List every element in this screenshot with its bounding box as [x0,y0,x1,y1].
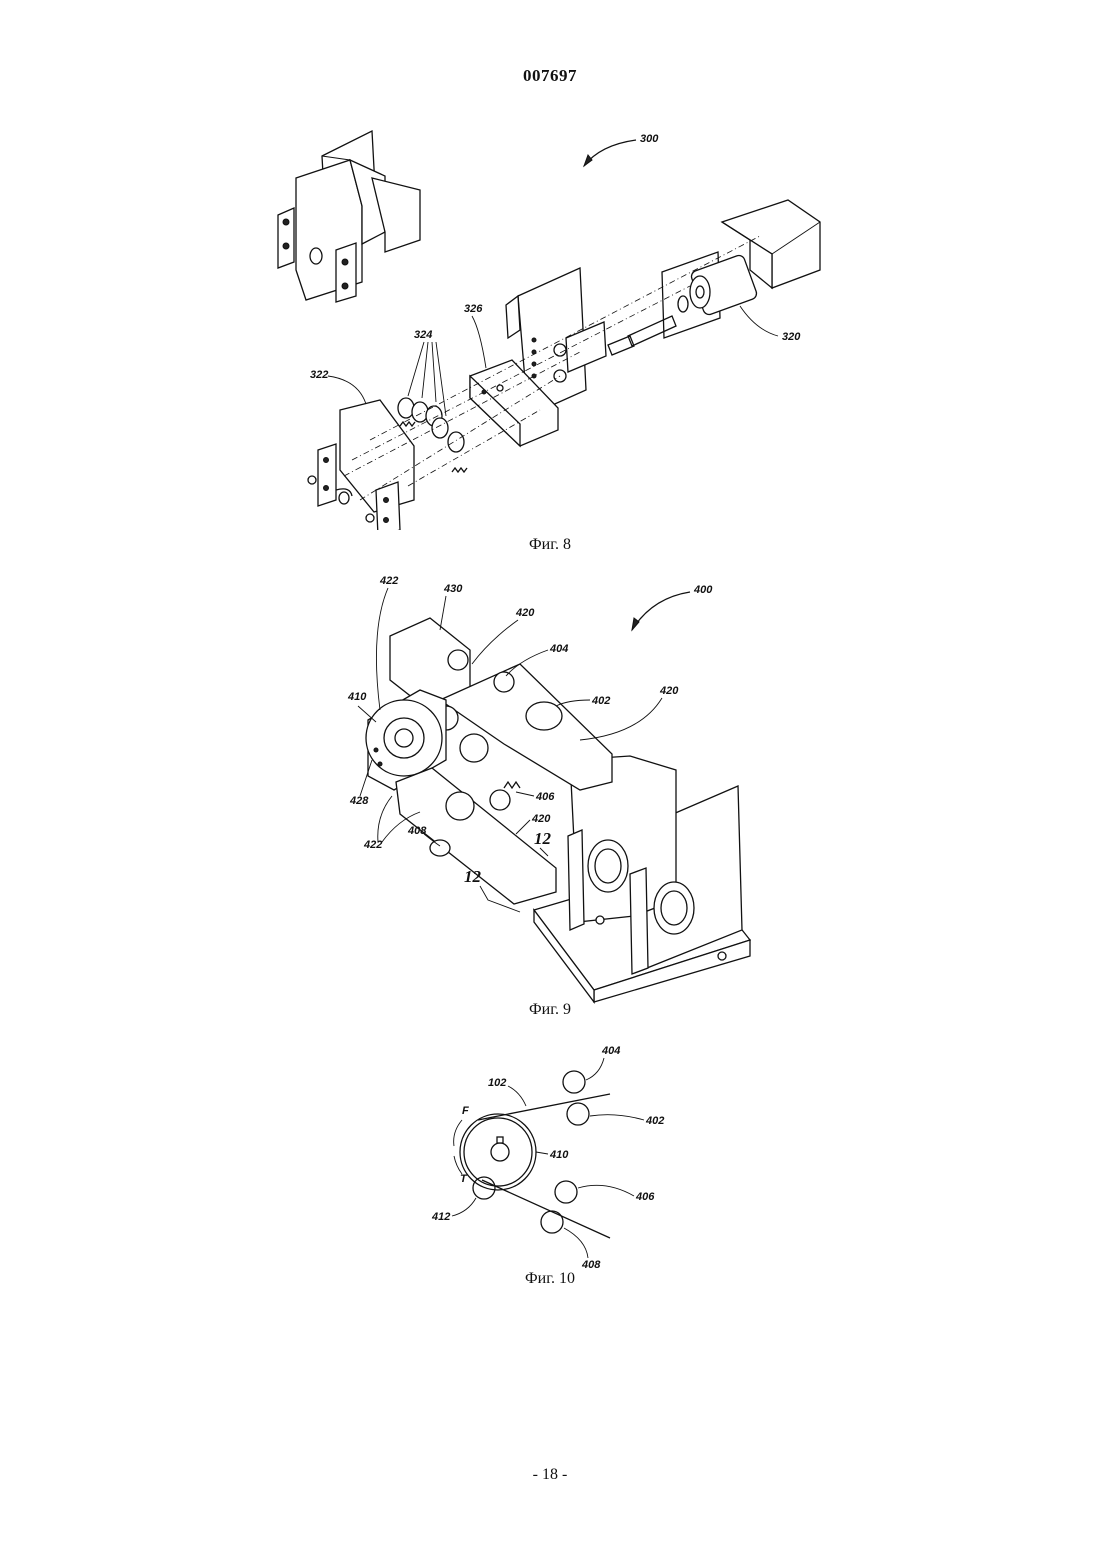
label-430: 430 [443,583,463,595]
label-322: 322 [310,369,328,381]
label-406-fig10: 406 [635,1191,655,1203]
label-402-fig10: 402 [645,1115,664,1127]
figure-10-caption: Фиг. 10 [0,1270,1100,1288]
figure-10-drawing: F T 404 102 402 410 406 412 408 [0,1030,1100,1270]
label-324: 324 [414,329,432,341]
label-410-fig10: 410 [549,1149,569,1161]
section-mark-12-lower: 12 [464,867,482,886]
label-412: 412 [431,1211,450,1223]
label-326: 326 [464,303,483,315]
page-footer-number: - 18 - [0,1466,1100,1484]
label-400: 400 [693,584,713,596]
label-422-top: 422 [379,575,398,587]
section-mark-12-upper: 12 [534,829,552,848]
cylinder-assembly [608,252,758,355]
label-410: 410 [347,691,367,703]
figure-9-drawing: 400 [0,565,1100,1025]
front-block-322 [308,400,414,530]
figure-8-drawing: 300 320 326 [0,0,1100,530]
label-320: 320 [782,331,801,343]
label-428: 428 [349,795,369,807]
roller-402 [567,1103,589,1125]
drum-410 [460,1114,536,1190]
label-102: 102 [488,1077,506,1089]
figure-8-caption: Фиг. 8 [0,536,1100,554]
label-404-fig10: 404 [601,1045,620,1057]
label-420-top: 420 [515,607,535,619]
web-lower [482,1180,610,1238]
label-420-mid: 420 [531,813,551,825]
figure-9-caption: Фиг. 9 [0,1001,1100,1019]
label-402: 402 [591,695,610,707]
roller-406 [555,1181,577,1203]
label-420-right: 420 [659,685,679,697]
roller-408 [541,1211,563,1233]
label-422-bottom: 422 [363,839,382,851]
label-408-fig10: 408 [581,1259,601,1270]
roller-404 [563,1071,585,1093]
label-406: 406 [535,791,555,803]
label-300: 300 [640,133,659,145]
label-408: 408 [407,825,427,837]
label-404: 404 [549,643,568,655]
upper-block-assembly [278,131,420,302]
base-frame [534,756,750,1002]
label-F: F [462,1105,469,1117]
